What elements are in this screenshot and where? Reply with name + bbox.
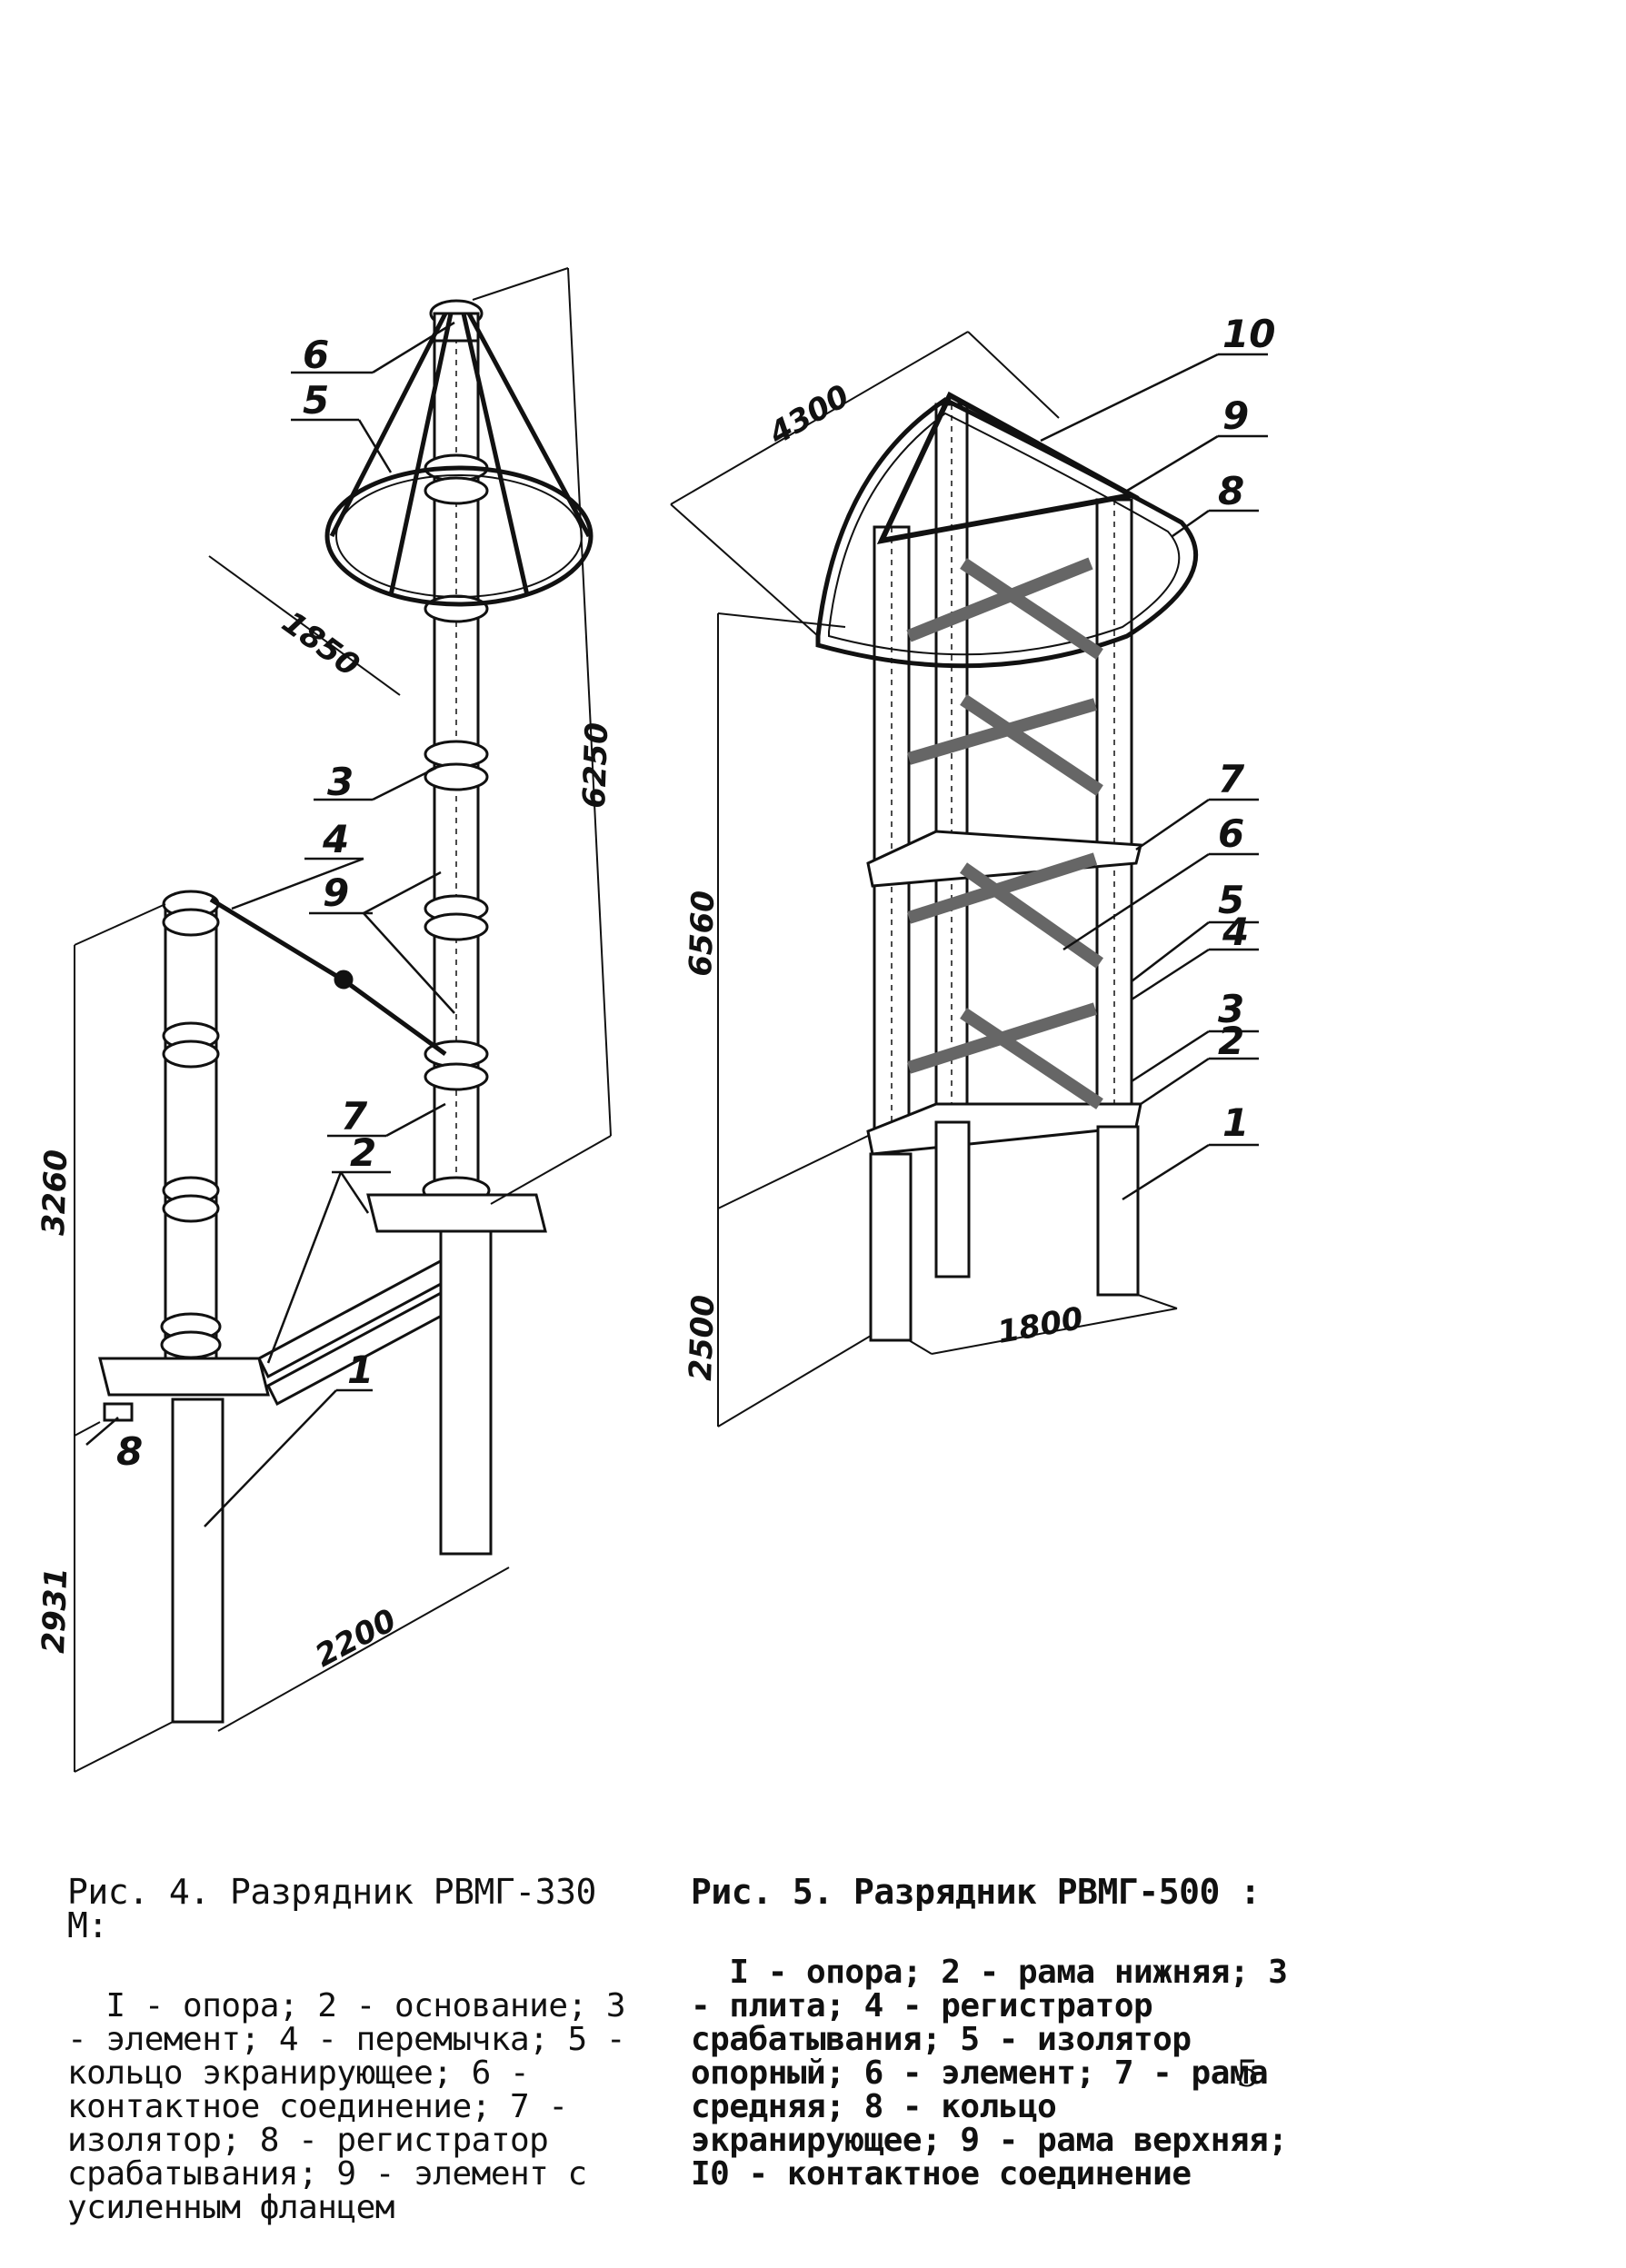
page-number: 5	[1236, 2054, 1260, 2095]
fig5-callout-3: 3	[1218, 987, 1244, 1031]
fig4-dim-spacing: 2200	[309, 1602, 402, 1675]
figure-5-callout-leaders	[1040, 353, 1268, 1201]
fig4-callout-2: 2	[350, 1130, 376, 1175]
figure-4-caption-title: Рис. 4. Разрядник РВМГ-330 М:	[67, 1872, 617, 1945]
fig5-callout-4: 4	[1222, 910, 1249, 954]
fig5-shield-ring	[815, 397, 1199, 669]
figure-5-dimension-lines	[670, 331, 1178, 1427]
fig5-post-left	[869, 1152, 913, 1342]
fig4-callout-8: 8	[116, 1429, 143, 1474]
fig5-callout-6: 6	[1218, 811, 1244, 856]
figure-4-caption: Рис. 4. Разрядник РВМГ-330 М: I - опора;…	[67, 1808, 649, 2224]
fig4-left-sheds	[160, 890, 222, 1359]
fig4-dim-ring-diameter: 1850	[275, 604, 366, 684]
figure-4-drawing	[98, 299, 594, 1724]
figure-5-drawing	[815, 391, 1199, 1342]
fig5-dim-base-width: 1800	[995, 1300, 1086, 1351]
fig4-shield-ring	[324, 465, 594, 607]
fig4-callout-6: 6	[303, 333, 329, 377]
fig4-callout-5: 5	[303, 378, 329, 423]
fig5-callout-10: 10	[1222, 312, 1275, 356]
fig5-callout-5: 5	[1218, 878, 1244, 922]
fig5-callout-1: 1	[1222, 1100, 1249, 1145]
fig4-left-support-post	[171, 1398, 224, 1724]
figure-5-caption: Рис. 5. Разрядник РВМГ-500 : I - опора; …	[691, 1808, 1291, 2191]
figure-5-caption-body: I - опора; 2 - рама нижняя; 3 - плита; 4…	[691, 1954, 1307, 2193]
fig5-post-right	[1096, 1125, 1140, 1297]
fig4-callout-4: 4	[322, 817, 349, 861]
fig4-dim-left-column-height: 3260	[35, 1149, 75, 1236]
fig5-column-back	[934, 403, 969, 1124]
fig4-callout-1: 1	[347, 1348, 374, 1392]
figure-4-dimension-lines	[74, 267, 612, 1773]
fig5-callout-9: 9	[1222, 393, 1249, 438]
fig4-dim-total-height: 6250	[576, 721, 615, 809]
fig5-middle-frame	[866, 830, 1142, 888]
fig4-callout-9: 9	[323, 870, 349, 915]
fig5-diagonal-insulators	[906, 557, 1104, 1109]
fig5-callout-7: 7	[1218, 757, 1245, 801]
fig4-right-support-post	[439, 1229, 493, 1556]
fig5-dim-ring-width: 4300	[763, 378, 856, 453]
fig4-left-insulator-column	[164, 907, 218, 1383]
fig5-callout-8: 8	[1218, 469, 1244, 513]
fig4-jumper	[209, 897, 447, 1057]
figure-5-caption-title: Рис. 5. Разрядник РВМГ-500 :	[691, 1872, 1261, 1912]
fig5-top-frame	[876, 391, 1140, 544]
fig4-base-frames	[98, 1193, 547, 1407]
figure-4-callout-leaders	[85, 321, 455, 1527]
fig5-post-back	[934, 1120, 971, 1278]
fig5-callout-2: 2	[1218, 1019, 1244, 1063]
fig5-dim-post-height: 2500	[683, 1294, 722, 1381]
fig4-callout-3: 3	[327, 760, 354, 804]
fig4-dim-post-height: 2931	[35, 1567, 75, 1654]
fig5-dim-height: 6560	[683, 890, 722, 977]
figure-4-caption-body: I - опора; 2 - основание; 3 - элемент; 4…	[67, 1987, 645, 2226]
fig4-callout-7: 7	[341, 1094, 368, 1139]
